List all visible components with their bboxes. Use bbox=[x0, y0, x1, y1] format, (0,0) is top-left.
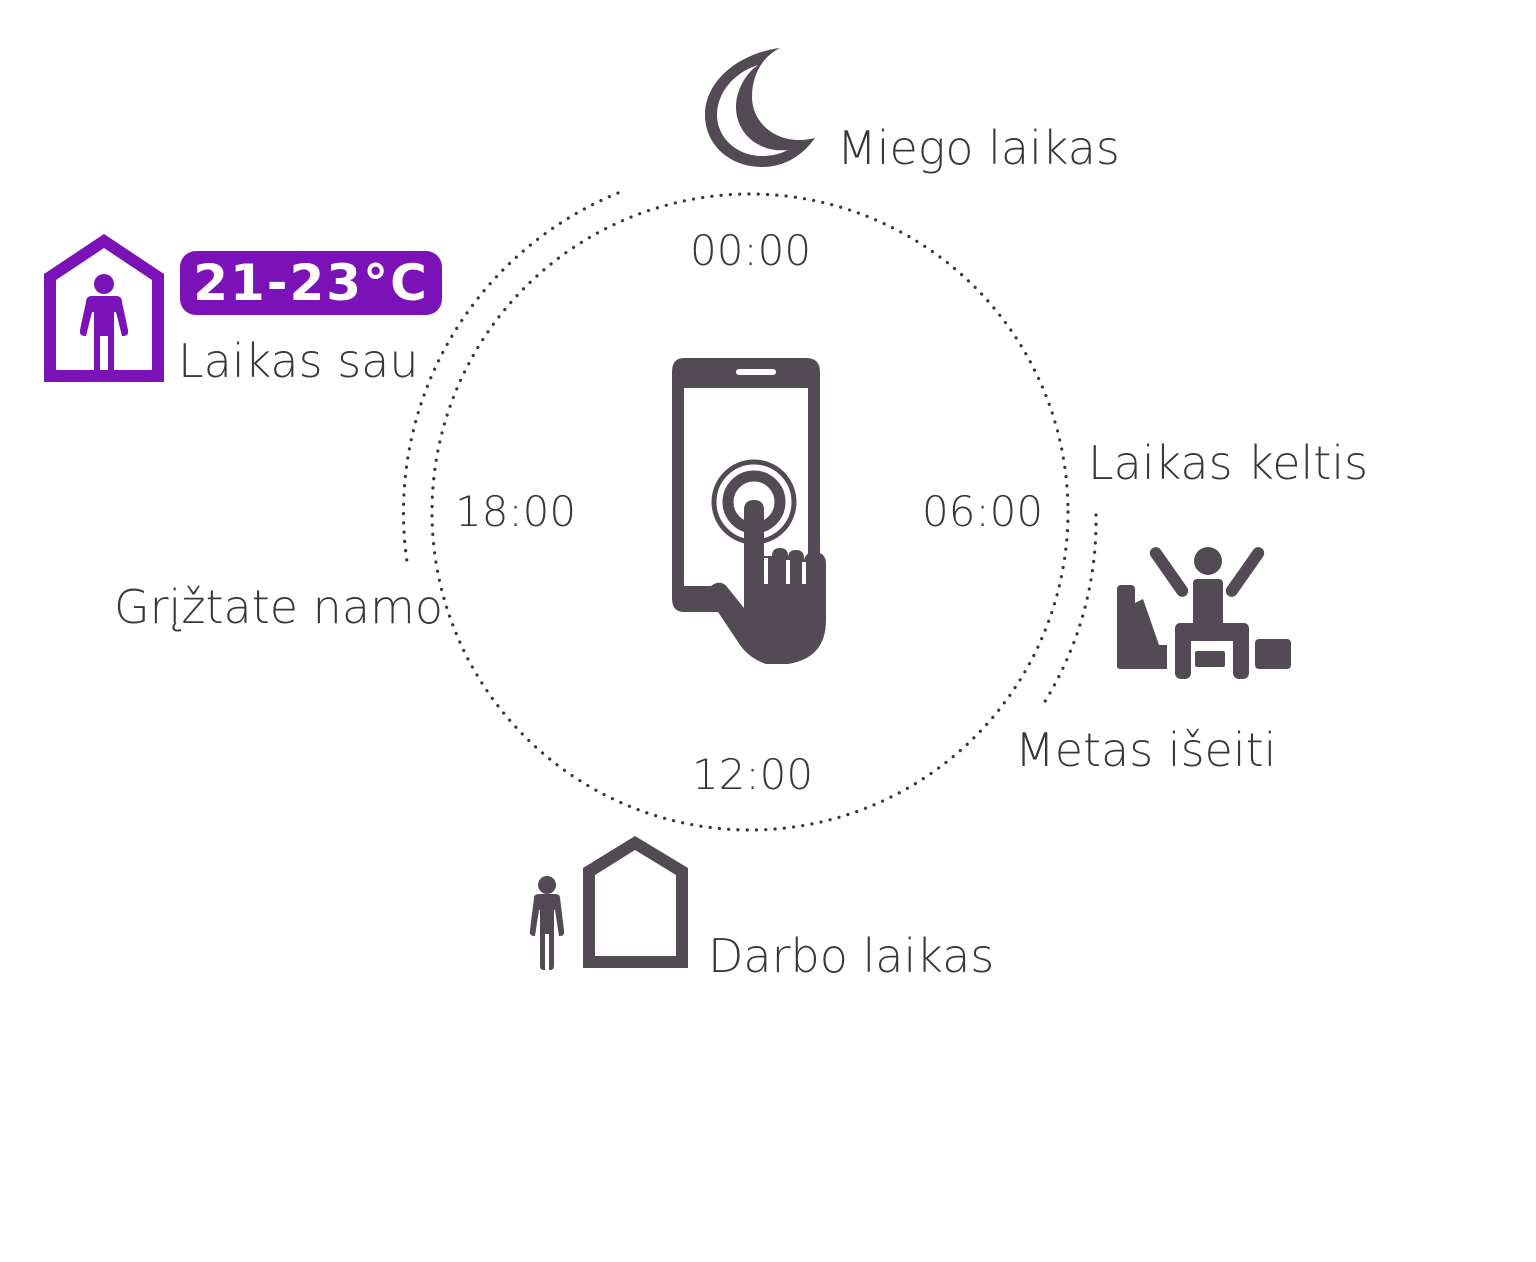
time-06: 06:00 bbox=[922, 487, 1044, 536]
moon-icon bbox=[705, 48, 815, 167]
time-18: 18:00 bbox=[455, 487, 577, 536]
person-in-house-icon bbox=[44, 234, 164, 382]
leave-label: Metas išeiti bbox=[1015, 723, 1277, 777]
person-outside-house-icon bbox=[529, 836, 688, 970]
self-label: Laikas sau bbox=[178, 334, 419, 388]
outer-arc-left bbox=[401, 191, 620, 570]
waking-person-icon bbox=[1117, 547, 1291, 679]
smartphone-touch-icon bbox=[672, 358, 826, 664]
time-12: 12:00 bbox=[692, 750, 814, 799]
return-label: Grįžtate namo bbox=[114, 580, 443, 634]
sleep-label: Miego laikas bbox=[837, 121, 1120, 175]
work-label: Darbo laikas bbox=[708, 929, 995, 983]
wake-label: Laikas keltis bbox=[1088, 436, 1369, 490]
temperature-badge: 21-23°C bbox=[180, 251, 442, 315]
outer-arc-right bbox=[1042, 513, 1098, 705]
clock-ring bbox=[430, 192, 1070, 832]
time-00: 00:00 bbox=[690, 226, 812, 275]
